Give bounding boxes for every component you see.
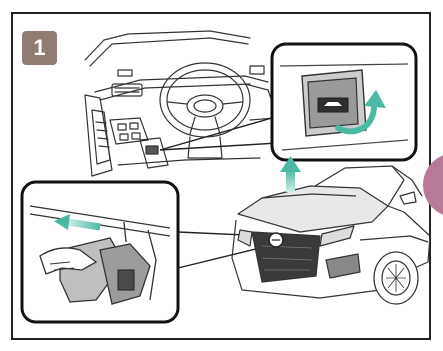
latch-slide-arrow: [67, 218, 101, 231]
leader-line-lever: [159, 117, 273, 151]
leader-line-latch-2: [177, 245, 269, 269]
leader-line-lever-2: [159, 142, 279, 151]
lever-pull-arrow: [335, 105, 377, 135]
inset-secondary-latch: [20, 180, 180, 324]
inset-hood-release-lever: [270, 42, 418, 162]
step-number-badge: 1: [22, 31, 57, 65]
suv-illustration: [231, 165, 431, 305]
hood-lift-arrow: [280, 156, 301, 192]
next-step-badge: [423, 155, 443, 215]
